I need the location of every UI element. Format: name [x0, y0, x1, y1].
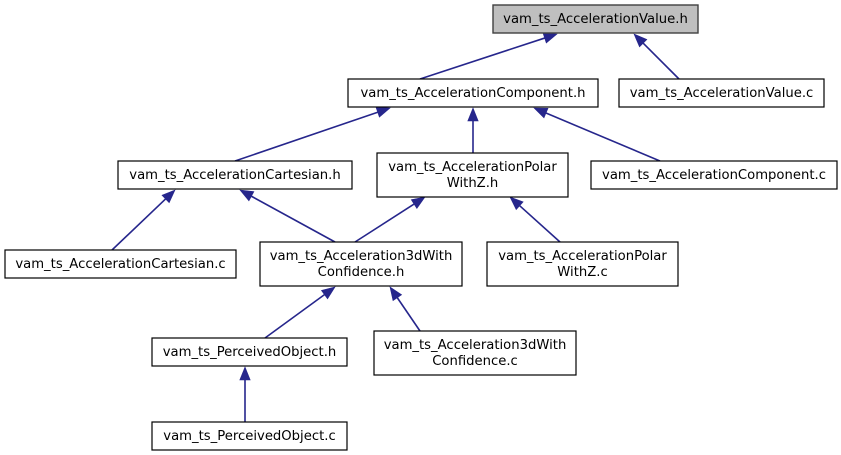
graph-node-accelerationComponent-c[interactable]: vam_ts_AccelerationComponent.c: [590, 160, 838, 190]
graph-node-accelerationValue-c[interactable]: vam_ts_AccelerationValue.c: [618, 78, 825, 108]
edge-line: [264, 294, 325, 339]
dependency-edge: [509, 196, 561, 243]
edge-arrowhead: [320, 286, 336, 300]
edge-arrowhead: [161, 189, 176, 204]
node-label: vam_ts_Acceleration3dWith: [384, 338, 567, 353]
edge-line: [234, 111, 378, 162]
node-box[interactable]: [259, 241, 463, 287]
dependency-edge: [533, 107, 661, 162]
edge-line: [251, 195, 336, 243]
node-label: vam_ts_AccelerationValue.c: [630, 86, 814, 101]
edge-arrowhead: [533, 107, 549, 119]
node-box[interactable]: [492, 4, 699, 34]
edge-line: [111, 198, 167, 251]
node-box[interactable]: [376, 152, 569, 198]
graph-node-perceivedObject-c[interactable]: vam_ts_PerceivedObject.c: [151, 421, 348, 451]
dependency-edge: [633, 33, 680, 80]
node-label: vam_ts_PerceivedObject.h: [163, 345, 337, 360]
edges-layer: [111, 32, 680, 422]
node-box[interactable]: [373, 330, 577, 376]
node-label: vam_ts_AccelerationCartesian.h: [129, 168, 340, 183]
edge-line: [545, 112, 661, 162]
edge-line: [642, 42, 680, 80]
node-label: WithZ.c: [557, 265, 607, 280]
dependency-edge: [234, 106, 391, 162]
dependency-edge: [264, 286, 336, 339]
dependency-edge: [239, 189, 336, 243]
edge-arrowhead: [509, 196, 524, 211]
graph-node-perceivedObject-h[interactable]: vam_ts_PerceivedObject.h: [151, 337, 348, 367]
node-box[interactable]: [618, 78, 825, 108]
graph-node-accelerationCartesian-h[interactable]: vam_ts_AccelerationCartesian.h: [117, 160, 353, 190]
node-box[interactable]: [151, 421, 348, 451]
node-label: vam_ts_AccelerationCartesian.c: [15, 257, 225, 272]
node-label: vam_ts_AccelerationComponent.c: [602, 168, 826, 183]
node-label: vam_ts_AccelerationComponent.h: [360, 86, 585, 101]
edge-line: [519, 205, 561, 243]
node-box[interactable]: [347, 78, 599, 108]
dependency-edge: [389, 286, 421, 332]
node-label: vam_ts_PerceivedObject.c: [163, 429, 335, 444]
node-label: Confidence.c: [432, 354, 518, 369]
node-label: vam_ts_AccelerationPolar: [498, 249, 667, 264]
dependency-edge: [419, 32, 558, 80]
node-label: vam_ts_AccelerationPolar: [388, 160, 557, 175]
dependency-edge: [111, 189, 176, 251]
node-box[interactable]: [4, 249, 237, 279]
node-box[interactable]: [151, 337, 348, 367]
edge-arrowhead: [239, 189, 255, 202]
edge-line: [396, 297, 421, 332]
node-label: vam_ts_Acceleration3dWith: [270, 249, 453, 264]
edge-arrowhead: [375, 106, 391, 118]
graph-node-accelerationComponent-h[interactable]: vam_ts_AccelerationComponent.h: [347, 78, 599, 108]
node-label: vam_ts_AccelerationValue.h: [503, 12, 688, 27]
node-box[interactable]: [486, 241, 679, 287]
nodes-layer: vam_ts_AccelerationValue.h vam_ts_Acceler…: [4, 4, 838, 451]
edge-line: [419, 37, 545, 80]
node-label: Confidence.h: [318, 265, 405, 280]
edge-arrowhead: [410, 196, 426, 209]
edge-line: [354, 203, 415, 243]
graph-node-accelerationValue-h[interactable]: vam_ts_AccelerationValue.h: [492, 4, 699, 34]
edge-arrowhead: [542, 32, 558, 44]
dependency-edge: [239, 366, 251, 422]
dependency-edge: [467, 107, 479, 153]
node-box[interactable]: [117, 160, 353, 190]
node-label: WithZ.h: [447, 176, 499, 191]
node-box[interactable]: [590, 160, 838, 190]
dependency-edge: [354, 196, 426, 243]
edge-arrowhead: [389, 286, 403, 302]
edge-arrowhead: [467, 107, 479, 122]
edge-arrowhead: [239, 366, 251, 381]
edge-arrowhead: [633, 33, 648, 48]
graph-node-accelerationCartesian-c[interactable]: vam_ts_AccelerationCartesian.c: [4, 249, 237, 279]
